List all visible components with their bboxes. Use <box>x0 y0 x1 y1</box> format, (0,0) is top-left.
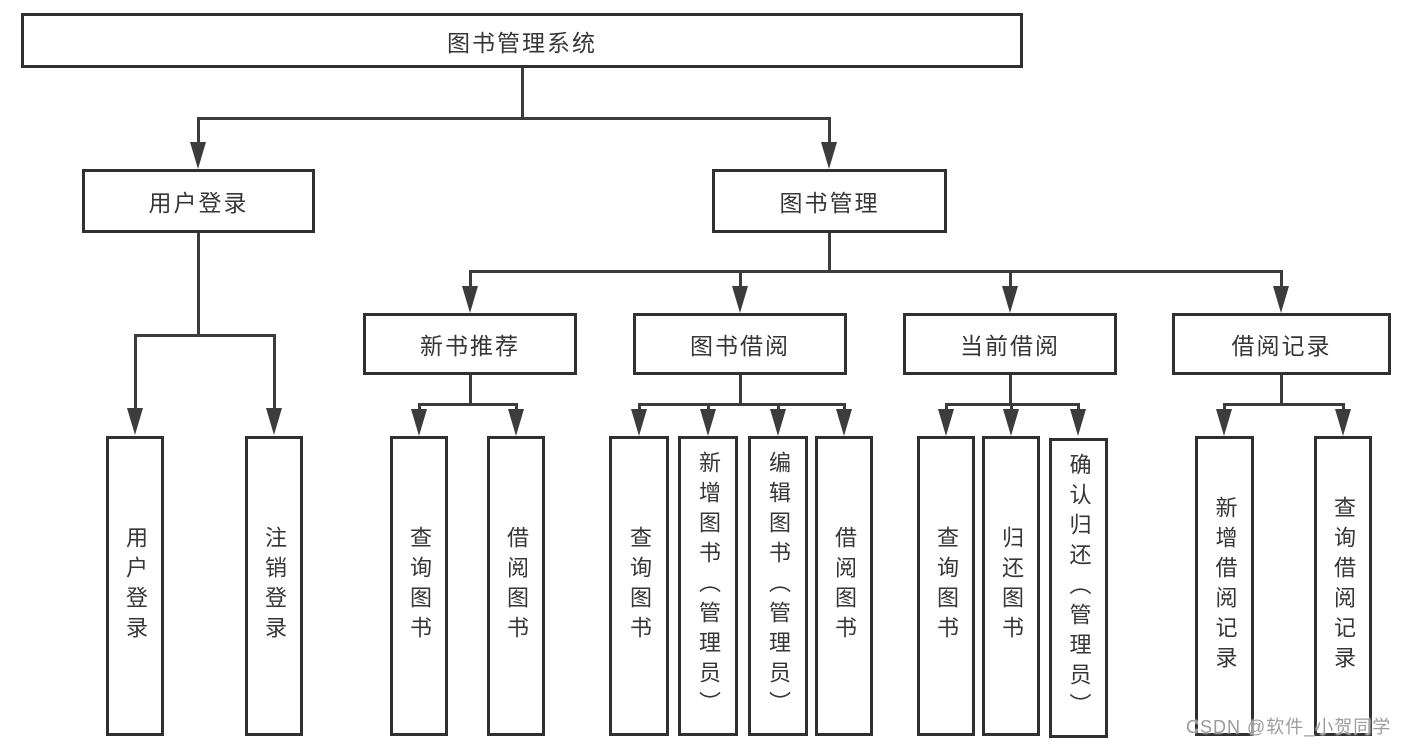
arrow-down-icon <box>266 408 282 435</box>
node-label: 新增借阅记录 <box>1212 496 1238 676</box>
arrow-down-icon <box>700 409 716 436</box>
node-book-borrow: 图书借阅 <box>633 313 847 375</box>
node-label: 图书管理系统 <box>447 29 597 56</box>
connector-book-mgmt-stub-2 <box>739 270 742 288</box>
node-label: 新书推荐 <box>420 333 520 359</box>
node-label: 新增图书（管理员） <box>696 451 721 721</box>
node-label: 用户登录 <box>123 526 148 646</box>
leaf-bb-query-books: 查询图书 <box>609 436 669 736</box>
node-label: 当前借阅 <box>960 333 1060 359</box>
node-label: 图书管理 <box>779 190 880 216</box>
node-label: 借阅图书 <box>832 526 857 646</box>
node-label: 归还图书 <box>999 526 1024 646</box>
arrow-down-icon <box>938 409 954 436</box>
connector-cb-stub-2 <box>1010 403 1013 411</box>
connector-cb-stub-3 <box>1077 403 1080 411</box>
connector-br-rail <box>1223 403 1344 406</box>
connector-bb-rail <box>638 403 845 406</box>
connector-nbr-stub-2 <box>515 403 518 411</box>
connector-bb-stub-3 <box>777 403 780 411</box>
connector-bb-stem <box>739 375 742 405</box>
connector-nbr-stem <box>469 375 472 405</box>
connector-nbr-stub-1 <box>418 403 421 411</box>
connector-nbr-rail <box>418 403 518 406</box>
node-label: 用户登录 <box>148 190 249 216</box>
connector-br-stub-2 <box>1342 403 1345 411</box>
node-user-login: 用户登录 <box>82 169 315 233</box>
node-label: 确认归还（管理员） <box>1066 453 1092 723</box>
connector-book-mgmt-stub-4 <box>1280 270 1283 288</box>
connector-bb-stub-1 <box>638 403 641 411</box>
connector-user-login-stem <box>197 233 200 336</box>
arrow-down-icon <box>631 409 647 436</box>
arrow-down-icon <box>1273 286 1289 313</box>
node-borrow-records: 借阅记录 <box>1172 313 1391 375</box>
arrow-down-icon <box>836 409 852 436</box>
connector-book-mgmt-stem <box>828 233 831 272</box>
node-book-management: 图书管理 <box>712 169 947 233</box>
leaf-br-add-record: 新增借阅记录 <box>1195 436 1254 736</box>
node-label: 借阅图书 <box>504 526 529 646</box>
arrow-down-icon <box>1216 409 1232 436</box>
leaf-logout-login: 注销登录 <box>245 436 303 736</box>
leaf-cb-query-books: 查询图书 <box>917 436 975 736</box>
connector-cb-stem <box>1009 375 1012 405</box>
arrow-down-icon <box>1335 409 1351 436</box>
arrow-down-icon <box>127 408 143 435</box>
node-label: 查询借阅记录 <box>1331 496 1356 676</box>
connector-book-mgmt-rail <box>469 270 1282 273</box>
connector-root-stub-left <box>197 117 200 143</box>
arrow-down-icon <box>821 142 837 169</box>
connector-bb-stub-4 <box>843 403 846 411</box>
connector-user-login-stub-2 <box>273 334 276 409</box>
connector-root-rail <box>197 117 831 120</box>
leaf-bb-borrow-books: 借阅图书 <box>815 436 873 736</box>
node-label: 图书借阅 <box>690 333 790 359</box>
leaf-cb-return-books: 归还图书 <box>982 436 1040 736</box>
arrow-down-icon <box>462 286 478 313</box>
connector-br-stub-1 <box>1223 403 1226 411</box>
arrow-down-icon <box>190 142 206 169</box>
leaf-cb-confirm-return-admin: 确认归还（管理员） <box>1049 438 1108 738</box>
connector-book-mgmt-stub-3 <box>1009 270 1012 288</box>
connector-user-login-stub-1 <box>134 334 137 409</box>
node-library-system: 图书管理系统 <box>21 13 1023 68</box>
connector-user-login-rail <box>134 334 276 337</box>
node-label: 注销登录 <box>262 526 287 646</box>
arrow-down-icon <box>770 409 786 436</box>
leaf-bb-edit-books-admin: 编辑图书（管理员） <box>748 436 808 736</box>
connector-bb-stub-2 <box>707 403 710 411</box>
leaf-user-login: 用户登录 <box>106 436 164 736</box>
node-label: 查询图书 <box>407 526 432 646</box>
arrow-down-icon <box>732 286 748 313</box>
arrow-down-icon <box>411 409 427 436</box>
leaf-br-query-record: 查询借阅记录 <box>1314 436 1372 736</box>
leaf-nbr-query-books: 查询图书 <box>390 436 448 736</box>
connector-root-stem <box>521 68 524 119</box>
node-current-borrow: 当前借阅 <box>903 313 1117 375</box>
arrow-down-icon <box>1002 286 1018 313</box>
connector-br-stem <box>1280 375 1283 405</box>
connector-root-stub-right <box>828 117 831 143</box>
arrow-down-icon <box>1003 409 1019 436</box>
arrow-down-icon <box>1070 409 1086 436</box>
node-new-book-recommend: 新书推荐 <box>363 313 577 375</box>
node-label: 查询图书 <box>934 526 959 646</box>
arrow-down-icon <box>508 409 524 436</box>
leaf-nbr-borrow-books: 借阅图书 <box>487 436 545 736</box>
csdn-watermark: CSDN @软件_小贺同学 <box>1186 717 1392 737</box>
leaf-bb-add-books-admin: 新增图书（管理员） <box>678 436 738 736</box>
node-label: 借阅记录 <box>1231 333 1332 359</box>
node-label: 编辑图书（管理员） <box>766 451 791 721</box>
node-label: 查询图书 <box>627 526 652 646</box>
connector-cb-stub-1 <box>945 403 948 411</box>
connector-book-mgmt-stub-1 <box>469 270 472 288</box>
